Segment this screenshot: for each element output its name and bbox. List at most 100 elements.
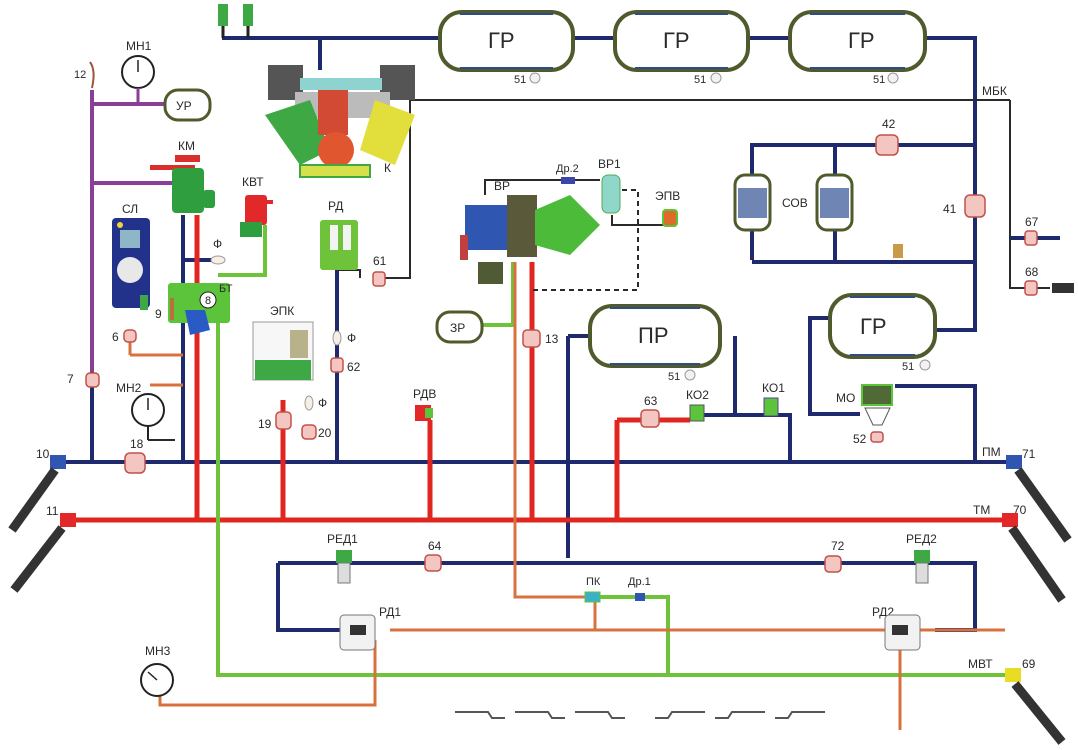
safety-valve-icon[interactable] — [243, 4, 253, 26]
filter-label: Ф — [318, 396, 327, 410]
relay-rd1: РД1 — [339, 605, 401, 651]
bt-number-circle — [199, 291, 217, 309]
valve-67-label: 67 — [1025, 215, 1039, 229]
gauge-label: МН3 — [145, 644, 171, 658]
red2-head — [914, 550, 930, 563]
gauge-label: МН2 — [116, 381, 142, 395]
drain-valve-icon[interactable] — [919, 359, 931, 371]
valve-9-icon[interactable] — [170, 298, 174, 320]
drain-valve-icon[interactable] — [684, 369, 696, 381]
kvt-label: КВТ — [242, 175, 264, 189]
valve-67-icon[interactable] — [1024, 230, 1038, 246]
tank-body — [828, 293, 937, 359]
ko2-icon[interactable] — [689, 404, 705, 422]
valve-63-icon[interactable] — [640, 409, 660, 428]
equalizing-tank-ur: УР — [163, 88, 212, 122]
valve-41-icon[interactable] — [964, 194, 986, 218]
kvt-handle[interactable] — [265, 200, 273, 204]
cock-valves: 6 7 12 18 19 20 13 41 42 52 61 62 — [67, 61, 1074, 573]
filter-icon — [210, 255, 226, 265]
valve-12-icon[interactable] — [89, 61, 95, 89]
safety-valve-icon[interactable] — [218, 4, 228, 26]
choke-1-label: Др.1 — [628, 576, 651, 588]
pipe-dashed-signal — [533, 189, 639, 291]
valve-13-icon[interactable] — [522, 329, 541, 348]
vr1-label: ВР1 — [598, 157, 621, 171]
brake-cylinder-icon — [715, 711, 765, 719]
ko1-icon[interactable] — [763, 397, 779, 417]
bt-number: 8 — [205, 295, 211, 307]
valve-7-icon[interactable] — [85, 372, 100, 388]
filter-label: Ф — [347, 331, 356, 345]
valve-6-icon[interactable] — [123, 329, 137, 343]
valve-19-label: 19 — [258, 417, 272, 431]
check-valves: КО2 КО1 — [686, 381, 785, 422]
epv-label: ЭПВ — [655, 189, 680, 203]
gauge-label: МН1 — [126, 39, 152, 53]
valve-20-icon[interactable] — [301, 424, 317, 440]
valve-41-label: 41 — [943, 202, 957, 216]
pipe-rd-61 — [337, 269, 361, 278]
main-tank-2: ГР 51 — [613, 10, 750, 86]
pk-icon[interactable] — [584, 591, 601, 603]
mo-label: МО — [836, 391, 855, 405]
pipe-mbk-to-61 — [385, 100, 411, 279]
drain-valve-label: 51 — [873, 74, 885, 86]
pipe-bc-pk — [600, 595, 670, 675]
dryer-valve-icon[interactable] — [893, 244, 903, 258]
valve-42-icon[interactable] — [875, 134, 899, 156]
brake-cylinder-pipes — [216, 225, 1005, 677]
valve-68-icon[interactable] — [1024, 280, 1038, 296]
valve-7-label: 7 — [67, 372, 74, 386]
pipe-bc-kvt — [218, 225, 267, 277]
end-valve-10-icon[interactable] — [50, 455, 66, 469]
tank-body — [613, 10, 750, 72]
km-side-valve — [203, 190, 215, 208]
mo-bowl — [864, 407, 891, 426]
top-safety-valves — [218, 4, 253, 38]
filter-icon — [304, 395, 314, 411]
km-handle[interactable] — [150, 165, 195, 170]
valve-72-icon[interactable] — [824, 555, 842, 573]
hose-tm-left — [10, 525, 66, 593]
brake-unit-bt: 8 БТ 9 — [155, 283, 233, 335]
drain-valve-icon[interactable] — [887, 72, 899, 84]
valve-62-icon[interactable] — [330, 357, 344, 373]
sl-label: СЛ — [122, 202, 138, 216]
drain-valve-icon[interactable] — [529, 72, 541, 84]
mo-body — [861, 384, 893, 406]
end-valve-71-icon[interactable] — [1006, 455, 1022, 469]
choke-2-label: Др.2 — [556, 163, 579, 175]
drain-valve-label: 51 — [694, 74, 706, 86]
choke-dr1: Др.1 — [628, 576, 651, 601]
valve-64-icon[interactable] — [424, 554, 442, 572]
bt-label: БТ — [219, 283, 233, 295]
filter-label: Ф — [213, 237, 222, 251]
spare-tank-zr: ЗР — [435, 310, 484, 344]
brake-cylinder-icon — [575, 711, 625, 719]
valve-52-label: 52 — [853, 432, 867, 446]
end-valve-70-icon[interactable] — [1002, 513, 1018, 527]
air-distributor-vr1: ВР1 — [598, 157, 621, 214]
valve-18-icon[interactable] — [124, 452, 146, 474]
drain-valve-icon[interactable] — [710, 72, 722, 84]
compressor-crankcase — [318, 132, 354, 168]
relay-rd2: РД2 — [872, 605, 921, 651]
hose-mvt — [1011, 681, 1066, 745]
gauge-mn3: МН3 — [140, 644, 174, 697]
pipe-reducer-left — [276, 563, 340, 632]
valve-52-icon[interactable] — [870, 431, 884, 443]
valve-19-icon[interactable] — [275, 411, 292, 430]
main-tank-3: ГР 51 — [788, 10, 927, 86]
main-tank-4: ГР 51 — [828, 293, 937, 373]
end-valve-11-icon[interactable] — [60, 513, 76, 527]
hose-pm-right — [1014, 467, 1072, 543]
air-distributor-vr: ВР — [460, 179, 600, 284]
valve-72-label: 72 — [831, 539, 845, 553]
tank-body — [588, 304, 722, 368]
end-valve-69-icon[interactable] — [1005, 668, 1021, 682]
valve-61-icon[interactable] — [372, 271, 386, 287]
vr-center-block — [507, 195, 537, 257]
tank-body — [788, 10, 927, 72]
